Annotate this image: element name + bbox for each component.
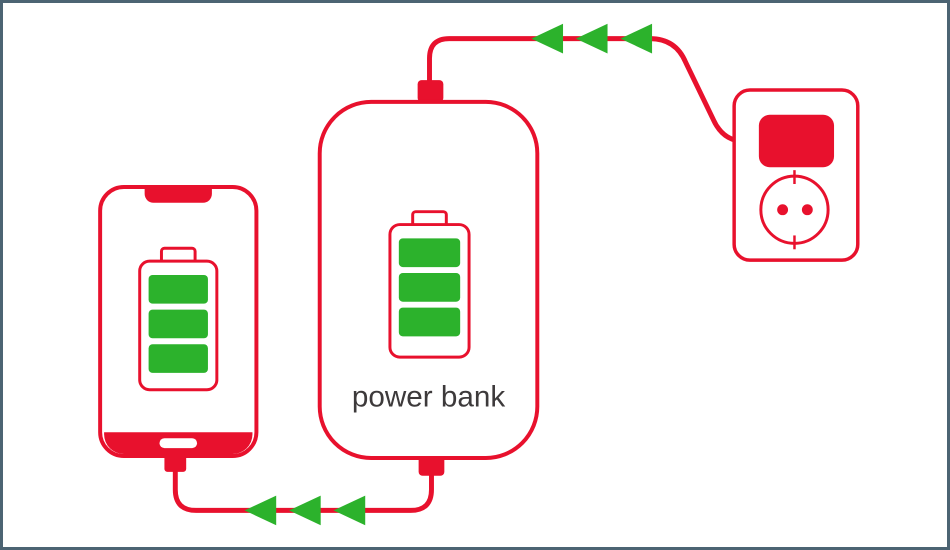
cable-socket-to-powerbank bbox=[427, 23, 768, 144]
battery-bar bbox=[148, 309, 208, 339]
socket-outlet bbox=[759, 174, 830, 245]
socket-pin-hole bbox=[801, 204, 813, 216]
flow-arrow-icon bbox=[244, 495, 277, 526]
charging-diagram: power bank bbox=[98, 23, 860, 526]
powerbank-battery bbox=[388, 210, 471, 359]
plug-adapter bbox=[758, 114, 835, 168]
phone-notch bbox=[144, 188, 212, 203]
socket-pin-hole bbox=[777, 204, 789, 216]
flow-arrow-icon bbox=[620, 23, 653, 54]
battery-bar bbox=[148, 344, 208, 373]
smartphone bbox=[98, 184, 259, 472]
cable-powerbank-to-phone bbox=[172, 465, 434, 526]
powerbank-input-connector bbox=[417, 80, 444, 102]
battery-bar bbox=[398, 307, 461, 337]
flow-arrow-icon bbox=[575, 23, 608, 54]
flow-arrow-icon bbox=[333, 495, 366, 526]
phone-charging-connector bbox=[164, 454, 187, 472]
flow-arrow-icon bbox=[289, 495, 321, 526]
flow-arrow-icon bbox=[531, 23, 564, 54]
phone-battery bbox=[138, 246, 219, 392]
cable-line bbox=[427, 36, 768, 144]
phone-speaker bbox=[159, 438, 198, 449]
battery-bar bbox=[148, 275, 208, 304]
battery-bar bbox=[398, 238, 461, 268]
battery-bar bbox=[398, 273, 461, 302]
power-bank-label: power bank bbox=[352, 381, 505, 414]
wall-socket bbox=[732, 88, 860, 262]
power-bank: power bank bbox=[317, 80, 540, 476]
